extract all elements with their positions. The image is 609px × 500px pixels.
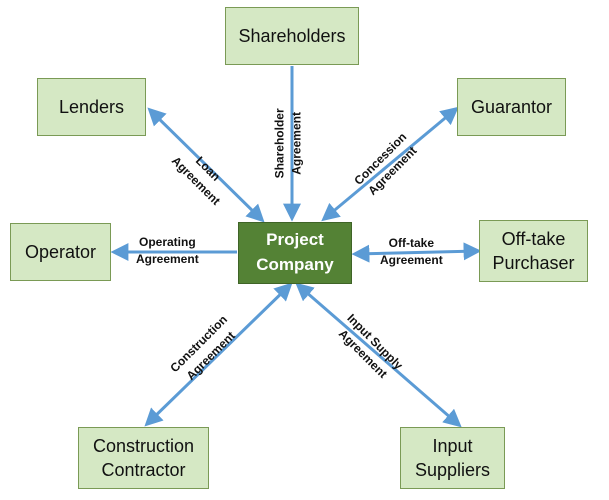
node-guarantor: Guarantor — [457, 78, 566, 136]
arrow-construction — [144, 282, 293, 427]
edge-label-offtake-1: Off-take — [388, 236, 435, 250]
edge-label-offtake: Off-take Agreement — [380, 235, 443, 270]
center-label-line1: Project — [266, 230, 324, 250]
node-project-company: Project Company — [238, 222, 352, 284]
edge-label-operating-2: Agreement — [136, 252, 199, 267]
node-shareholders: Shareholders — [225, 7, 359, 65]
node-operator-label: Operator — [24, 241, 97, 262]
node-construction-contractor: Construction Contractor — [78, 427, 209, 489]
edge-label-shareholder: Shareholder Agreement — [272, 108, 307, 178]
node-construction-label-2: Contractor — [101, 460, 186, 480]
node-input-label-2: Suppliers — [414, 460, 491, 480]
node-offtake-label-1: Off-take — [501, 228, 566, 249]
node-offtake-label-2: Purchaser — [492, 253, 575, 273]
node-offtake-purchaser: Off-take Purchaser — [479, 220, 588, 282]
edge-label-offtake-2: Agreement — [380, 253, 443, 268]
center-label-line2: Company — [256, 255, 334, 274]
arrow-lenders — [147, 107, 265, 223]
arrow-guarantor — [321, 106, 459, 222]
node-input-suppliers: Input Suppliers — [400, 427, 505, 489]
node-guarantor-label: Guarantor — [470, 96, 553, 117]
node-operator: Operator — [10, 223, 111, 281]
node-input-label-1: Input — [432, 435, 473, 456]
arrow-input — [295, 282, 462, 428]
arrow-offtake — [351, 242, 482, 263]
edge-label-operating: Operating Agreement — [136, 234, 199, 269]
edge-label-shareholder-2: Agreement — [290, 112, 305, 175]
node-lenders: Lenders — [37, 78, 146, 136]
node-lenders-label: Lenders — [58, 96, 125, 117]
node-shareholders-label: Shareholders — [238, 25, 346, 46]
edge-label-shareholder-1: Shareholder — [272, 108, 287, 179]
edge-label-operating-1: Operating — [139, 235, 196, 249]
node-construction-label-1: Construction — [92, 435, 195, 456]
